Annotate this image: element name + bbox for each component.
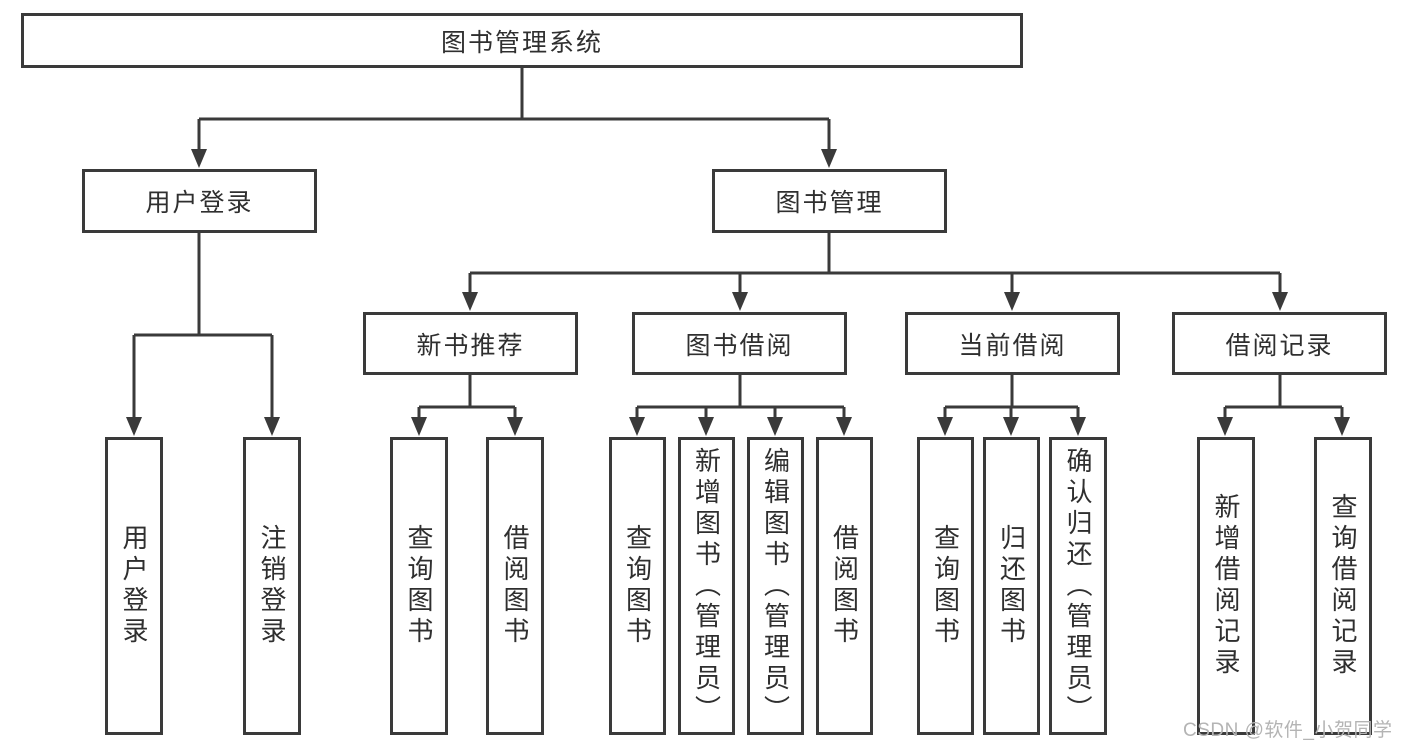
edge-current-borrow-children xyxy=(943,375,1080,419)
arrowhead-icon xyxy=(1070,417,1086,436)
node-library-management-system: 图书管理系统 xyxy=(21,13,1023,68)
node-label: 用户登录 xyxy=(119,524,149,648)
arrowhead-icon xyxy=(836,417,852,436)
leaf-add-borrow-record: 新增借阅记录 xyxy=(1197,437,1255,735)
leaf-add-book-admin: 新增图书（管理员） xyxy=(678,437,735,735)
arrowhead-icon xyxy=(264,417,280,436)
leaf-return-book: 归还图书 xyxy=(983,437,1040,735)
edge-user-login-children xyxy=(132,233,274,419)
node-label: 借阅图书 xyxy=(829,524,860,648)
node-label: 当前借阅 xyxy=(958,331,1067,360)
leaf-borrow-books-recommend: 借阅图书 xyxy=(486,437,544,735)
edge-book-management-to-level3 xyxy=(468,233,1282,294)
node-label: 新书推荐 xyxy=(416,331,525,360)
node-label: 查询图书 xyxy=(404,524,434,648)
arrowhead-icon xyxy=(191,149,207,168)
arrowhead-icon xyxy=(698,417,714,436)
node-borrowing-records: 借阅记录 xyxy=(1172,312,1387,375)
arrowhead-icon xyxy=(411,417,427,436)
leaf-query-books-borrowing: 查询图书 xyxy=(609,437,666,735)
node-label: 借阅记录 xyxy=(1225,331,1334,360)
leaf-user-login: 用户登录 xyxy=(105,437,163,735)
arrowhead-icon xyxy=(821,149,837,168)
arrowhead-icon xyxy=(937,417,953,436)
node-label: 图书借阅 xyxy=(685,331,794,360)
arrowhead-icon xyxy=(1003,417,1019,436)
node-user-login: 用户登录 xyxy=(82,169,317,233)
node-label: 查询图书 xyxy=(930,524,961,648)
node-label: 新增图书（管理员） xyxy=(691,446,722,726)
node-label: 注销登录 xyxy=(257,524,287,648)
node-label: 确认归还（管理员） xyxy=(1063,446,1093,726)
node-label: 归还图书 xyxy=(996,524,1027,648)
node-label: 编辑图书（管理员） xyxy=(760,446,791,726)
node-book-management: 图书管理 xyxy=(712,169,947,233)
edge-root-to-level2 xyxy=(197,68,831,151)
leaf-query-books-current: 查询图书 xyxy=(917,437,974,735)
node-new-book-recommendation: 新书推荐 xyxy=(363,312,578,375)
csdn-watermark: CSDN @软件_小贺同学 xyxy=(1183,720,1393,741)
edge-new-book-children xyxy=(417,375,517,419)
leaf-logout: 注销登录 xyxy=(243,437,301,735)
arrowhead-icon xyxy=(732,292,748,311)
node-current-borrowing: 当前借阅 xyxy=(905,312,1120,375)
node-label: 查询图书 xyxy=(622,524,653,648)
edge-borrow-record-children xyxy=(1223,375,1344,419)
arrowhead-icon xyxy=(126,417,142,436)
arrowhead-icon xyxy=(1217,417,1233,436)
node-label: 新增借阅记录 xyxy=(1211,493,1241,679)
arrowhead-icon xyxy=(462,292,478,311)
leaf-borrow-book: 借阅图书 xyxy=(816,437,873,735)
leaf-query-books-recommend: 查询图书 xyxy=(390,437,448,735)
node-label: 图书管理 xyxy=(775,189,884,217)
node-book-borrowing: 图书借阅 xyxy=(632,312,847,375)
arrowhead-icon xyxy=(629,417,645,436)
node-label: 图书管理系统 xyxy=(440,28,603,57)
arrowhead-icon xyxy=(767,417,783,436)
arrowhead-icon xyxy=(1004,292,1020,311)
node-label: 用户登录 xyxy=(145,189,254,217)
arrowhead-icon xyxy=(1334,417,1350,436)
leaf-confirm-return-admin: 确认归还（管理员） xyxy=(1049,437,1107,735)
arrowhead-icon xyxy=(507,417,523,436)
edge-book-borrow-children xyxy=(635,375,846,419)
node-label: 借阅图书 xyxy=(500,524,530,648)
arrowhead-icon xyxy=(1272,292,1288,311)
leaf-edit-book-admin: 编辑图书（管理员） xyxy=(747,437,804,735)
node-label: 查询借阅记录 xyxy=(1328,493,1358,679)
leaf-query-borrow-record: 查询借阅记录 xyxy=(1314,437,1372,735)
